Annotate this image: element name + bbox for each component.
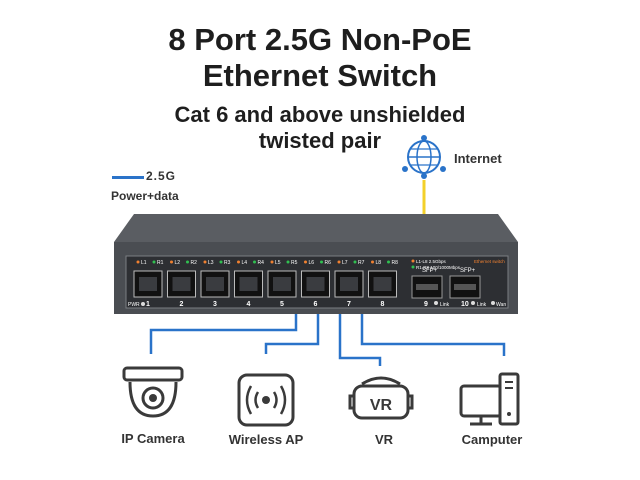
port-number: 8 bbox=[381, 301, 385, 308]
port-led bbox=[387, 260, 390, 264]
port-led bbox=[353, 260, 357, 264]
led-label: R2 bbox=[191, 260, 198, 266]
sfp-label-2: SFP+ bbox=[460, 268, 476, 274]
led-label: R4 bbox=[258, 260, 265, 266]
led-label: L3 bbox=[208, 260, 214, 266]
led-legend-2: R1-R8 100/1000Mbps bbox=[416, 265, 461, 270]
main-title-line2: Ethernet Switch bbox=[202, 58, 438, 93]
legend-caption: Power+data bbox=[111, 189, 179, 203]
led-label: L1 bbox=[141, 260, 147, 266]
rj45-port-contacts bbox=[340, 277, 358, 291]
port-number: 3 bbox=[213, 301, 217, 308]
rj45-port-contacts bbox=[306, 277, 325, 291]
led-label: R3 bbox=[224, 260, 231, 266]
led-label: L4 bbox=[242, 260, 248, 266]
port-led bbox=[253, 260, 256, 264]
sfp-number-10: 10 bbox=[461, 301, 469, 308]
device-label-ip-camera: IP Camera bbox=[121, 431, 185, 446]
pwr-led bbox=[141, 302, 145, 306]
rj45-port-contacts bbox=[172, 277, 191, 291]
legend-line bbox=[112, 176, 144, 179]
led-label: R8 bbox=[392, 260, 399, 266]
port-led bbox=[286, 260, 290, 264]
sfp-label-1: SFP+ bbox=[422, 268, 438, 274]
ip-camera-icon bbox=[122, 366, 184, 418]
port-led bbox=[270, 260, 274, 264]
link-label-9: Link bbox=[440, 302, 450, 308]
rj45-port-contacts bbox=[139, 277, 157, 291]
computer-icon bbox=[459, 372, 520, 426]
port-led bbox=[152, 260, 156, 264]
subtitle-line2: twisted pair bbox=[258, 128, 382, 153]
led-label: L8 bbox=[376, 260, 382, 266]
port-number: 4 bbox=[247, 301, 251, 308]
vr-text: VR bbox=[370, 397, 393, 414]
main-title-line1: 8 Port 2.5G Non-PoE bbox=[168, 22, 472, 57]
port-led bbox=[203, 260, 207, 264]
wan-label: Wan bbox=[496, 302, 506, 308]
rj45-port-contacts bbox=[239, 277, 258, 291]
port-led bbox=[237, 260, 240, 264]
rj45-port-contacts bbox=[273, 277, 291, 291]
led-legend-1: L1-L8 2.5Gbps bbox=[416, 259, 447, 264]
device-label-computer: Camputer bbox=[461, 432, 523, 447]
port-number: 2 bbox=[180, 301, 184, 308]
legend-speed: 2.5G bbox=[146, 169, 177, 183]
port-number: 5 bbox=[280, 301, 284, 308]
wireless-ap-icon bbox=[237, 373, 295, 427]
subtitle-line1: Cat 6 and above unshielded bbox=[174, 102, 466, 127]
port-led bbox=[136, 260, 140, 264]
led-label: L7 bbox=[342, 260, 348, 266]
globe-network-icon bbox=[402, 135, 446, 214]
sfp-number-9: 9 bbox=[424, 301, 428, 308]
vr-headset-icon: VR bbox=[348, 376, 414, 420]
port-led bbox=[304, 260, 307, 264]
rj45-port-contacts bbox=[373, 277, 392, 291]
port-led bbox=[186, 260, 189, 264]
led-label: R6 bbox=[325, 260, 332, 266]
led-label: R5 bbox=[291, 260, 298, 266]
brand-label: Ethernet switch bbox=[474, 259, 505, 264]
port-led bbox=[320, 260, 323, 264]
led-label: L2 bbox=[175, 260, 181, 266]
internet-label: Internet bbox=[454, 151, 502, 166]
port-number: 1 bbox=[146, 301, 150, 308]
port-led bbox=[170, 260, 173, 264]
port-number: 6 bbox=[314, 301, 318, 308]
port-led bbox=[219, 260, 223, 264]
led-label: L5 bbox=[275, 260, 281, 266]
led-label: L6 bbox=[309, 260, 315, 266]
pwr-label: PWR bbox=[128, 302, 140, 308]
led-label: R7 bbox=[358, 260, 365, 266]
port-led bbox=[371, 260, 374, 264]
led-label: R1 bbox=[157, 260, 164, 266]
rj45-port-contacts bbox=[206, 277, 224, 291]
port-number: 7 bbox=[347, 301, 351, 308]
link-label-10: Link bbox=[477, 302, 487, 308]
device-label-vr: VR bbox=[374, 432, 394, 447]
device-label-wireless-ap: Wireless AP bbox=[228, 432, 304, 447]
port-led bbox=[337, 260, 341, 264]
